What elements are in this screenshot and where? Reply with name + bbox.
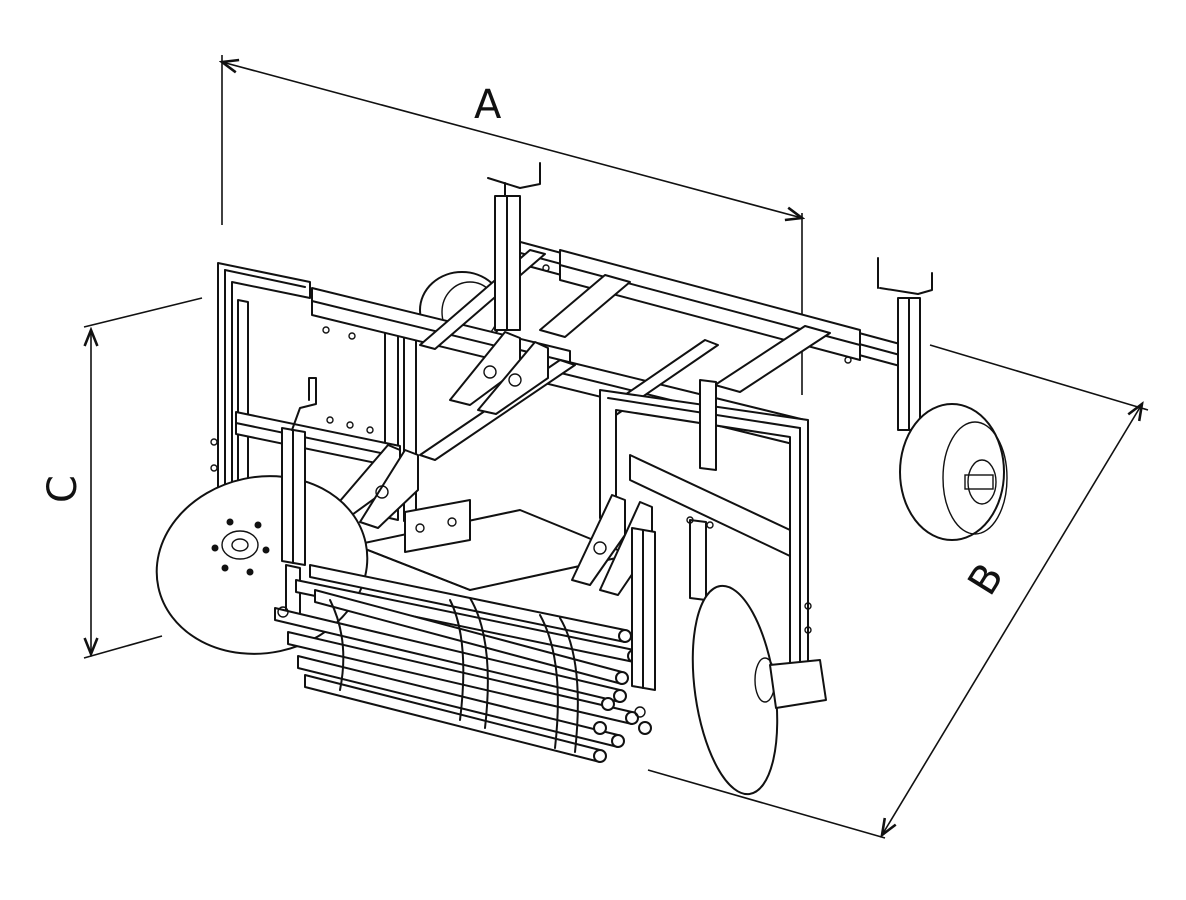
dimension-c-label: C (40, 475, 86, 503)
dimension-c-extension-top (83, 297, 203, 328)
fasteners (322, 264, 852, 529)
dimension-b-line (882, 404, 1142, 835)
dimension-b-label: B (959, 556, 1013, 604)
right-cutting-disc (691, 584, 827, 796)
dimension-a-label: A (474, 82, 502, 128)
right-leg (631, 519, 707, 691)
left-cutting-disc (155, 475, 369, 655)
dimension-a-line (222, 62, 802, 218)
dimension-c: C (40, 297, 203, 659)
mounting-brackets (327, 331, 653, 596)
rod-drum (274, 564, 652, 763)
dimension-b-extension-bottom (647, 769, 886, 839)
dimension-a: A (222, 55, 802, 395)
dimension-b-extension-top (929, 344, 1149, 411)
dimension-c-extension-bottom (83, 635, 163, 659)
right-transport-wheel (899, 403, 1008, 541)
hitch-posts (487, 162, 933, 431)
